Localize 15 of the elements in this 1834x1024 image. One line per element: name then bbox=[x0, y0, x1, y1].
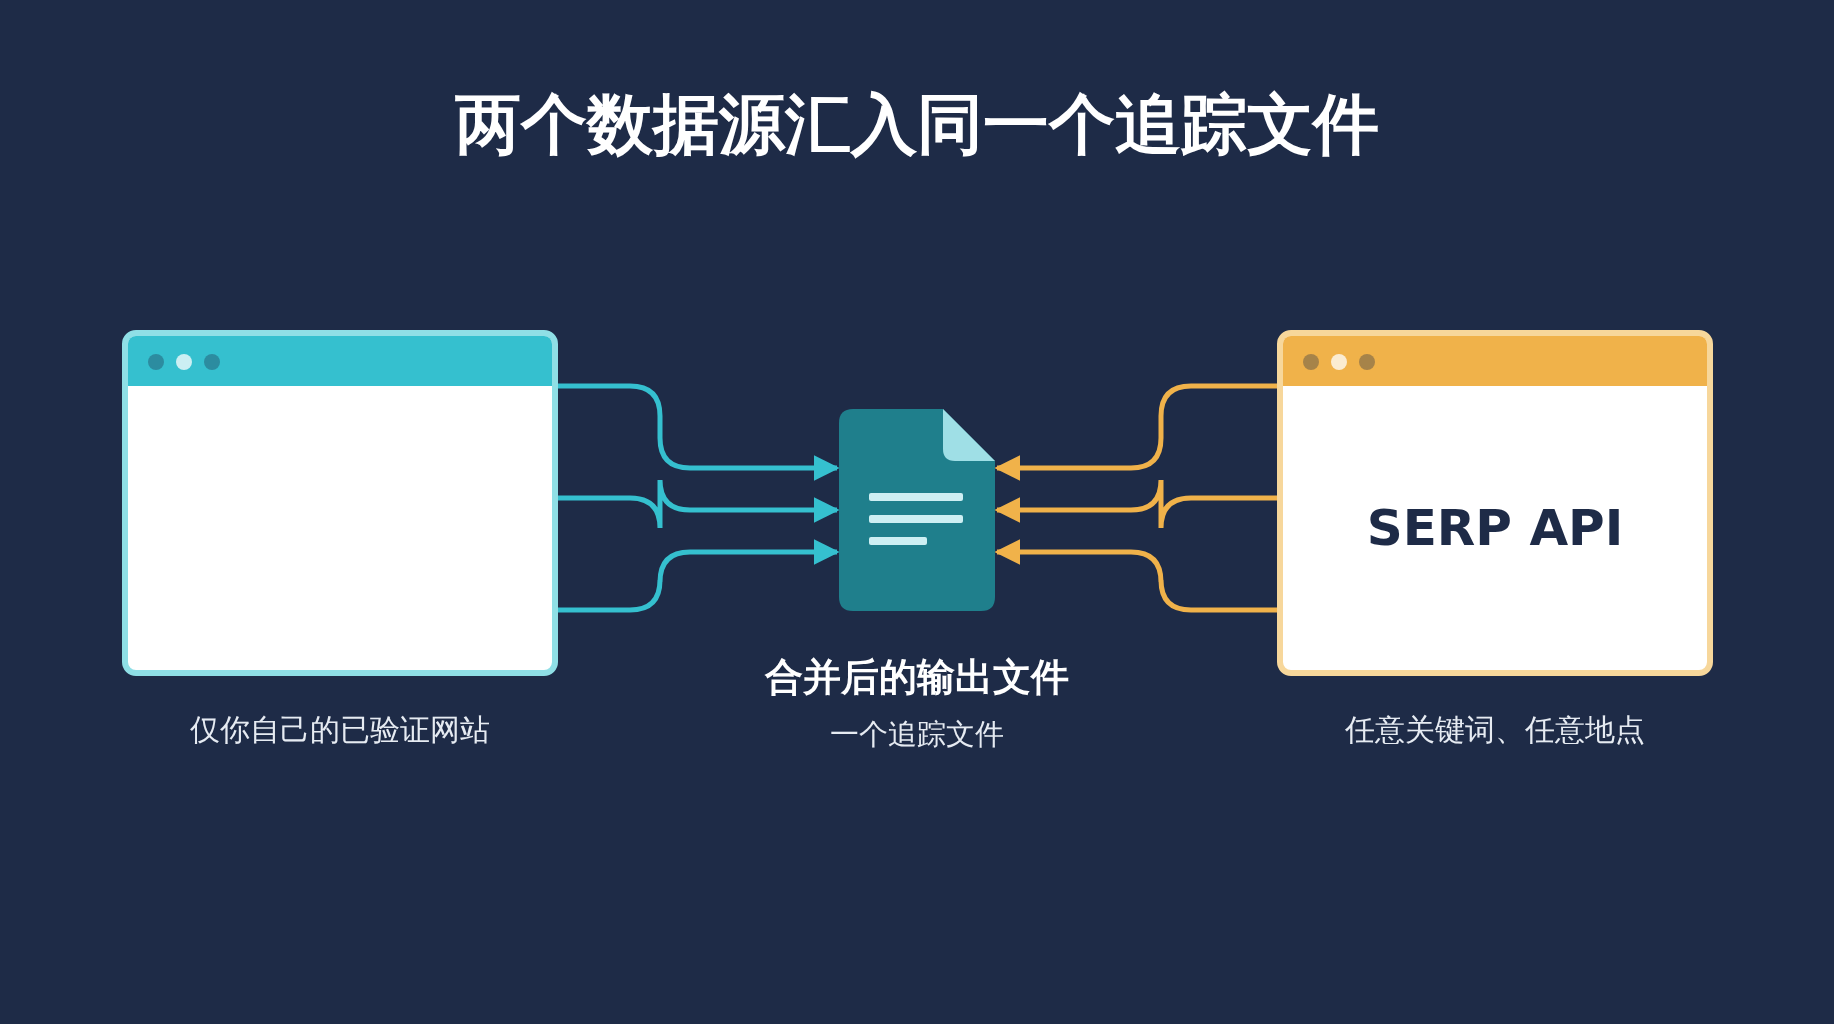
arrow bbox=[558, 383, 840, 481]
node-label: 仅你自己的已验证网站 bbox=[189, 711, 491, 749]
node-label: SERP API bbox=[1366, 499, 1624, 557]
arrow bbox=[558, 477, 840, 531]
node-label: 任意关键词、任意地点 bbox=[1344, 711, 1646, 749]
arrow bbox=[994, 539, 1277, 613]
browser-window bbox=[1277, 330, 1713, 676]
node-label: 合并后的输出文件 bbox=[764, 654, 1070, 701]
title: 两个数据源汇入同一个追踪文件 bbox=[454, 85, 1380, 165]
document-icon bbox=[839, 409, 995, 611]
arrow bbox=[558, 539, 840, 613]
browser-window bbox=[122, 330, 558, 676]
arrow bbox=[994, 477, 1277, 531]
arrow bbox=[994, 383, 1277, 481]
node-label: 一个追踪文件 bbox=[829, 716, 1005, 753]
